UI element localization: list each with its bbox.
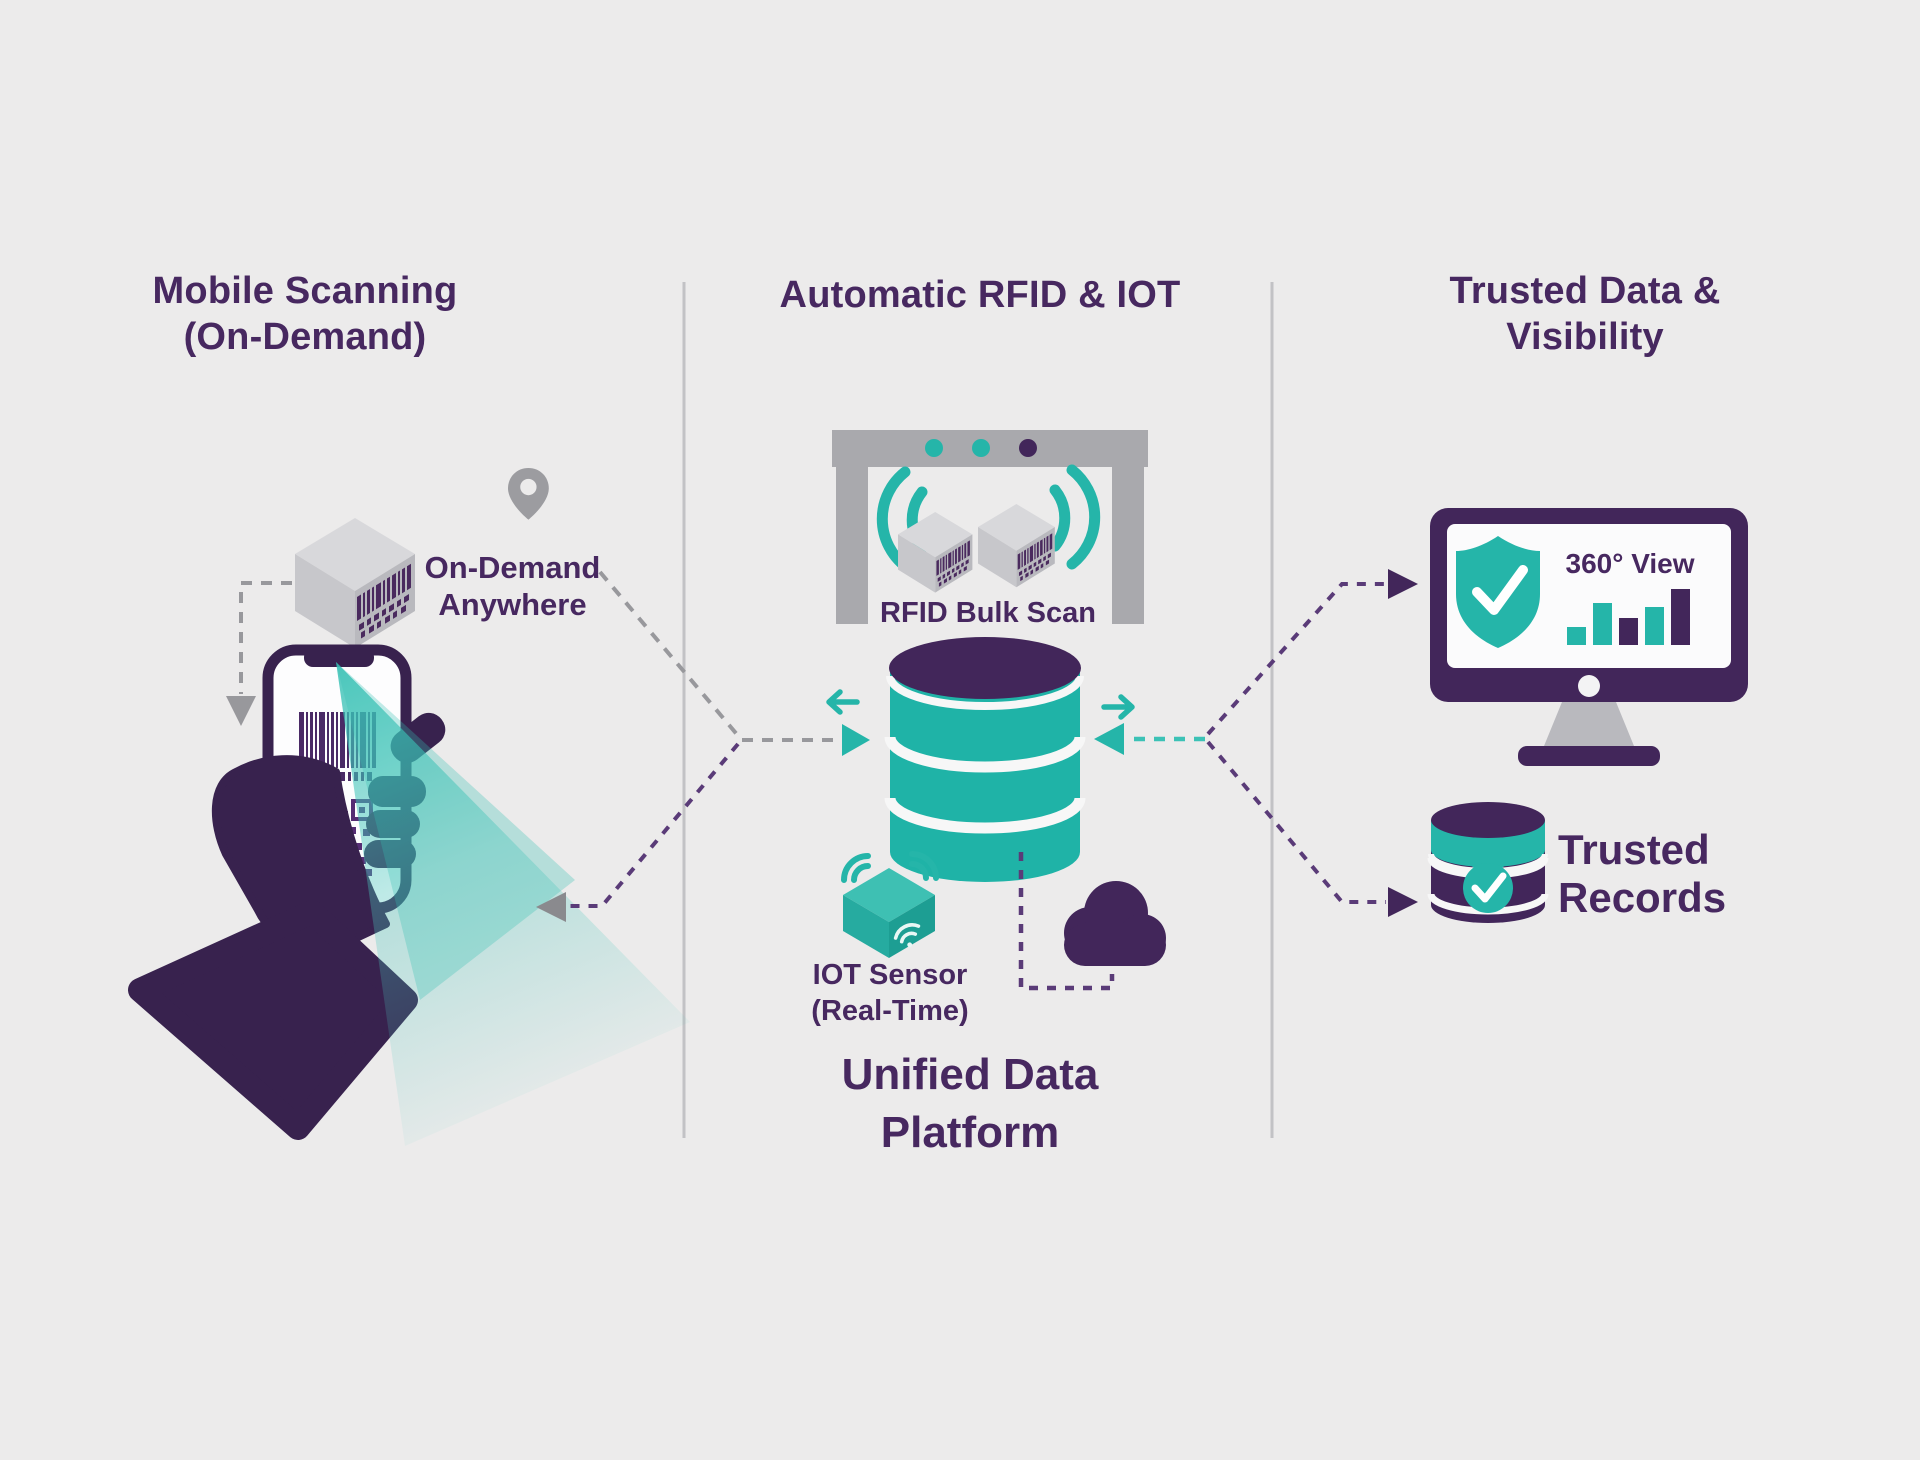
monitor-base (1518, 746, 1660, 766)
database-in-arrow-icon (826, 689, 860, 715)
monitor-icon (1430, 508, 1748, 766)
rfid-column-title: Automatic RFID & IOT (779, 274, 1181, 316)
monitor-360-view-label: 360° View (1565, 548, 1695, 579)
scan-beam (336, 662, 690, 1146)
iot-sensor-icon (841, 851, 939, 958)
check-badge-icon (1463, 863, 1513, 913)
trusted-column-title: Trusted Data & Visibility (1380, 268, 1790, 360)
platform-label-line2: Platform (880, 1108, 1060, 1157)
rfid-bulk-scan-label: RFID Bulk Scan (880, 597, 1096, 629)
wifi-signal-right-icon (1049, 464, 1101, 570)
records-label-line2: Records (1558, 874, 1727, 921)
shield-check-icon (1456, 536, 1540, 648)
package-box-icon (295, 518, 415, 648)
platform-to-records-connector (1206, 740, 1418, 917)
on-demand-note-line1: On-Demand (424, 550, 601, 585)
on-demand-note: On-Demand Anywhere (420, 549, 605, 623)
portal-dot-purple (1019, 439, 1037, 457)
iot-sensor-label: IOT Sensor (Real-Time) (808, 957, 972, 1029)
database-icon (884, 637, 1086, 882)
ondemand-to-platform-connector (598, 570, 870, 756)
cloud-icon (1064, 881, 1166, 966)
records-label-line1: Trusted (1558, 826, 1710, 873)
platform-return-connector (536, 742, 740, 922)
on-demand-note-line2: Anywhere (438, 587, 587, 622)
visibility-to-platform-connector (1094, 723, 1205, 755)
iot-cube-wifi-glyph (893, 923, 921, 948)
iot-sensor-label-line1: IOT Sensor (812, 959, 968, 991)
trusted-title-line1: Trusted Data & (1449, 270, 1721, 312)
trusted-records-label: Trusted Records (1558, 826, 1778, 922)
database-out-arrow-icon (1101, 694, 1135, 720)
trusted-title-line2: Visibility (1506, 316, 1664, 358)
iot-wifi-left-icon (841, 853, 871, 883)
hand-icon (128, 712, 446, 1140)
monitor-bar-1 (1567, 627, 1586, 645)
records-database-icon (1427, 802, 1549, 923)
iot-wifi-right-icon (909, 851, 939, 881)
location-pin-icon (508, 468, 549, 520)
portal-dot-teal-1 (925, 439, 943, 457)
rfid-portal-icon (832, 430, 1148, 624)
rfid-box-right-icon (978, 504, 1055, 588)
db-to-cloud-connector (1018, 852, 1115, 991)
portal-dot-teal-2 (972, 439, 990, 457)
mobile-column-title: Mobile Scanning (On-Demand) (90, 268, 520, 360)
box-to-phone-arrow (226, 581, 292, 726)
monitor-bar-2 (1593, 603, 1612, 645)
platform-to-monitor-connector (1206, 569, 1418, 736)
mobile-title-line2: (On-Demand) (183, 316, 427, 358)
platform-label-line1: Unified Data (841, 1050, 1099, 1099)
monitor-button (1578, 675, 1600, 697)
monitor-stand (1544, 702, 1634, 746)
iot-sensor-label-line2: (Real-Time) (811, 995, 969, 1027)
monitor-bar-chart (1567, 589, 1690, 645)
monitor-bar-4 (1645, 607, 1664, 645)
phone-notch (304, 648, 374, 667)
monitor-bar-5 (1671, 589, 1690, 645)
monitor-bar-3 (1619, 618, 1638, 645)
mobile-title-line1: Mobile Scanning (152, 270, 458, 312)
unified-data-platform-label: Unified Data Platform (790, 1046, 1150, 1162)
